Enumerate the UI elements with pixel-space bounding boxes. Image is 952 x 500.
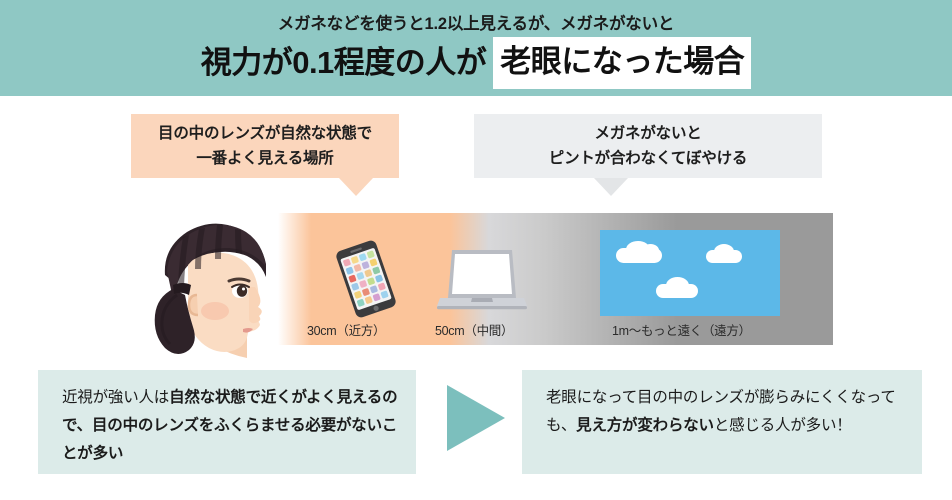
callout-far-vision: メガネがないと ピントが合わなくてぼやける xyxy=(474,114,822,178)
cloud-icon xyxy=(714,244,734,259)
summary-myopia-plain: 近視が強い人は xyxy=(62,389,170,406)
woman-profile-icon xyxy=(143,215,293,360)
page-title-highlight: 老眼になった場合 xyxy=(493,37,752,89)
summary-presbyopia-plain-2: と感じる人が多い！ xyxy=(713,417,852,434)
callout-near-line2: 一番よく見える場所 xyxy=(196,150,334,167)
summary-box-myopia: 近視が強い人は自然な状態で近くがよく見えるので、目の中のレンズをふくらませる必要… xyxy=(38,370,416,474)
header-subtitle: メガネなどを使うと1.2以上見えるが、メガネがないと xyxy=(277,15,675,33)
page-title: 視力が0.1程度の人が xyxy=(200,45,487,80)
summary-myopia-bold: 自然な状態で近くがよく見えるので、目の中のレンズをふくらませる必要がないことが多… xyxy=(62,389,398,462)
callout-far-line2: ピントが合わなくてぼやける xyxy=(548,150,748,167)
callout-far-line1: メガネがないと xyxy=(594,125,702,142)
header-band: メガネなどを使うと1.2以上見えるが、メガネがないと 視力が0.1程度の人が 老… xyxy=(0,0,952,96)
laptop-icon xyxy=(436,248,528,314)
cloud-icon xyxy=(642,244,659,257)
summary-presbyopia-bold: 見え方が変わらない xyxy=(576,417,714,434)
triangle-right-arrow-icon xyxy=(447,385,505,451)
callout-far-tail xyxy=(594,178,628,196)
callout-near-tail xyxy=(339,178,373,196)
summary-box-presbyopia: 老眼になって目の中のレンズが膨らみにくくなっても、見え方が変わらないと感じる人が… xyxy=(522,370,922,474)
callout-near-line1: 目の中のレンズが自然な状態で xyxy=(158,125,372,142)
cloud-icon xyxy=(666,277,689,294)
distance-label-far: 1m〜もっと遠く（遠方） xyxy=(612,324,751,338)
header-title-row: 視力が0.1程度の人が 老眼になった場合 xyxy=(0,37,952,89)
summary-presbyopia-plain-1: 老眼になって目の中のレンズが膨らみにくくなっても、 xyxy=(546,389,896,434)
blue-sky-clouds-icon xyxy=(600,230,780,316)
distance-label-near: 30cm（近方） xyxy=(307,324,386,338)
smartphone-icon xyxy=(332,240,400,318)
distance-label-middle: 50cm（中間） xyxy=(435,324,514,338)
callout-near-vision: 目の中のレンズが自然な状態で 一番よく見える場所 xyxy=(131,114,399,178)
